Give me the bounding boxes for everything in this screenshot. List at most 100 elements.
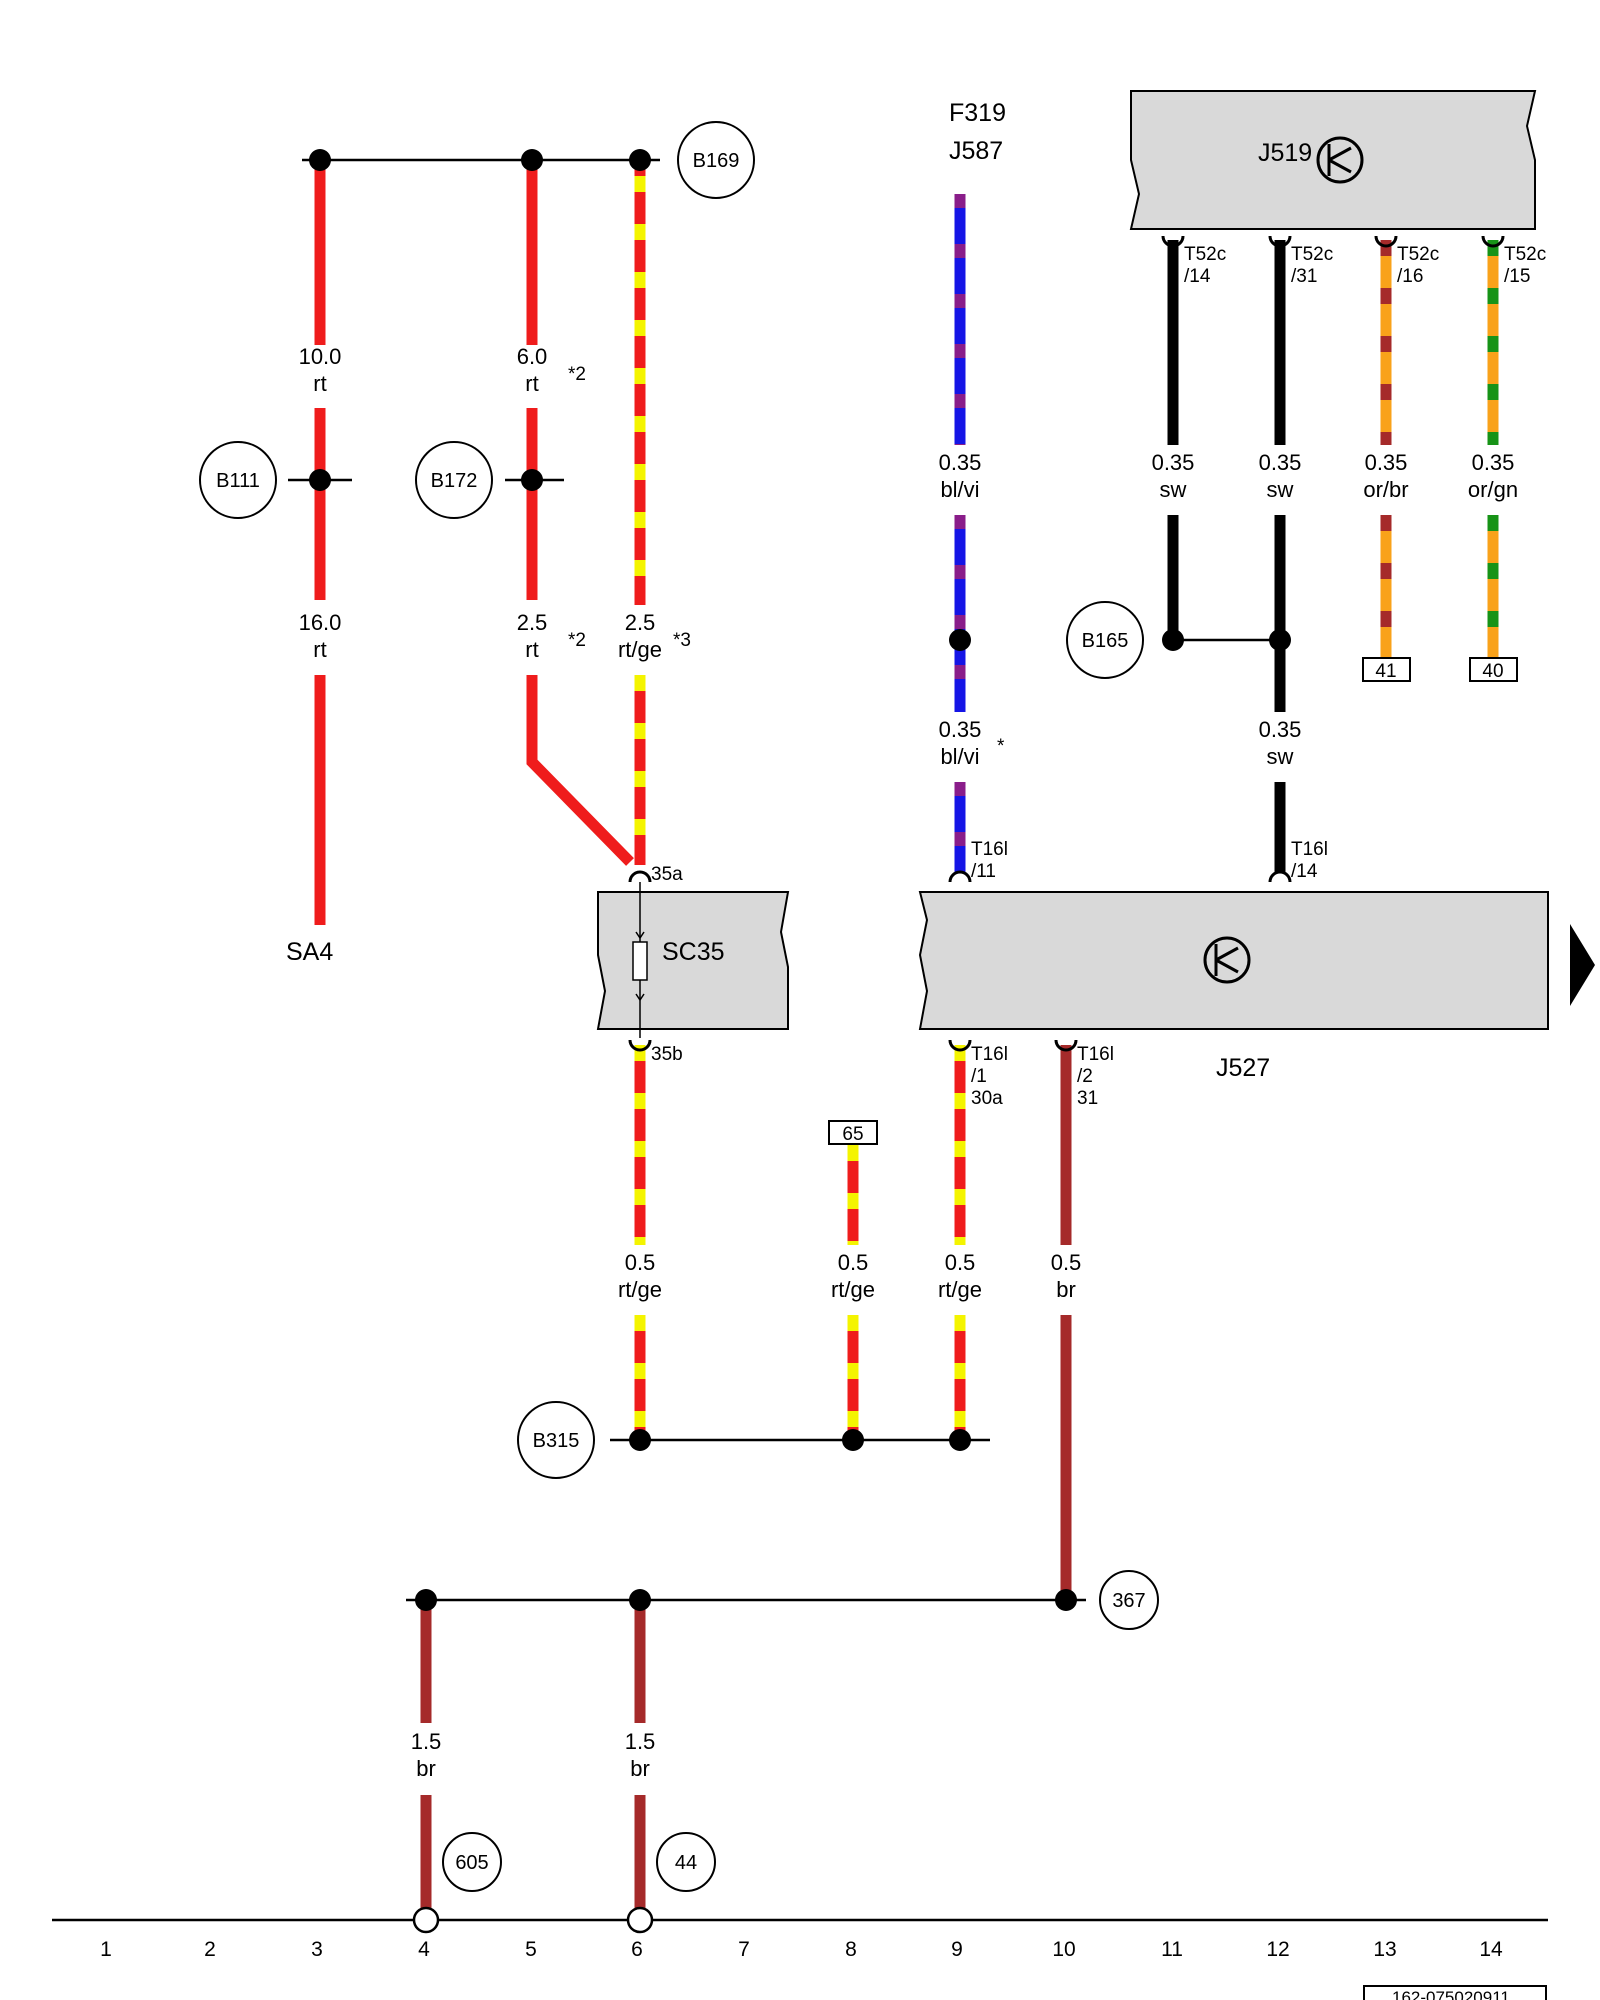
ref-b111: B111	[199, 441, 277, 519]
ground-point-605-icon	[412, 1906, 440, 1934]
wire-color: bl/vi	[940, 744, 979, 769]
svg-text:44: 44	[675, 1852, 697, 1874]
fuse-holder-sc35: SC35	[596, 882, 790, 1038]
grid-number: 12	[1266, 1938, 1289, 1961]
terminal-box-65: 65	[828, 1120, 878, 1145]
wire-2-5-rt	[526, 675, 634, 866]
wire-size: 1.5	[625, 1729, 656, 1754]
pin-t52c-15: T52c	[1504, 244, 1546, 265]
grid-number: 8	[845, 1938, 857, 1961]
wire-size: 0.5	[838, 1250, 869, 1275]
pin-35b: 35b	[651, 1044, 683, 1065]
wire-size: 1.5	[411, 1729, 442, 1754]
pin-t16l-14: /14	[1291, 861, 1318, 882]
wire-size: 0.5	[625, 1250, 656, 1275]
grid-numbers: 1 2 3 4 5 6 7 8 9 10 11 12 13 14	[100, 1938, 1503, 1961]
svg-text:B169: B169	[693, 150, 740, 172]
svg-text:B172: B172	[431, 470, 478, 492]
pin-t16l-14: T16l	[1291, 839, 1328, 860]
j587-label: J587	[949, 137, 1003, 165]
wire-size: 0.5	[1051, 1250, 1082, 1275]
grid-number: 1	[100, 1938, 112, 1961]
j519-label: J519	[1258, 139, 1312, 167]
terminal-box-41: 41	[1362, 657, 1411, 682]
wire-size: 2.5	[625, 610, 656, 635]
wire-size: 16.0	[299, 610, 342, 635]
wire-size: 2.5	[517, 610, 548, 635]
pin-35a: 35a	[651, 864, 683, 885]
electronic-icon	[1203, 936, 1251, 984]
svg-text:B165: B165	[1082, 630, 1129, 652]
wire-color: sw	[1267, 477, 1294, 502]
wire-color: rt/ge	[618, 637, 662, 662]
pin-t16l-1: T16l	[971, 1044, 1008, 1065]
wire-color: sw	[1267, 744, 1294, 769]
wire-color: rt/ge	[938, 1277, 982, 1302]
ground-point-44-icon	[626, 1906, 654, 1934]
wire-color: rt	[525, 637, 538, 662]
wire-color: rt/ge	[618, 1277, 662, 1302]
control-unit-j527: J527	[918, 891, 1549, 1082]
svg-text:41: 41	[1375, 661, 1396, 682]
wire-size: 0.5	[945, 1250, 976, 1275]
wire-size: 0.35	[1259, 717, 1302, 742]
ref-44: 44	[656, 1832, 716, 1892]
wire-size: 0.35	[939, 717, 982, 742]
svg-text:40: 40	[1482, 661, 1503, 682]
pin-t16l-11: T16l	[971, 839, 1008, 860]
ref-605: 605	[442, 1832, 502, 1892]
sc35-label: SC35	[662, 938, 725, 966]
grid-number: 5	[525, 1938, 537, 1961]
svg-text:65: 65	[842, 1124, 863, 1145]
ref-b172: B172	[415, 441, 493, 519]
fuse-icon	[632, 882, 648, 1038]
wire-color: br	[630, 1756, 650, 1781]
grid-number: 4	[418, 1938, 430, 1961]
wire-color: rt	[313, 371, 326, 396]
pin-t52c-16: /16	[1397, 266, 1423, 287]
wire-size: 0.35	[939, 450, 982, 475]
grid-number: 10	[1052, 1938, 1075, 1961]
wire-color: rt/ge	[831, 1277, 875, 1302]
wire-color: br	[1056, 1277, 1076, 1302]
wire-size: 0.35	[1152, 450, 1195, 475]
pin-t16l-1: /1	[971, 1066, 987, 1087]
grid-number: 11	[1161, 1938, 1183, 1961]
grid-number: 3	[311, 1938, 323, 1961]
pin-t16l-2: 31	[1077, 1088, 1098, 1109]
wire-size: 0.35	[1259, 450, 1302, 475]
pin-t52c-14: /14	[1184, 266, 1211, 287]
grid-number: 14	[1479, 1938, 1503, 1961]
j527-label: J527	[1216, 1054, 1270, 1082]
wire-color: rt	[525, 371, 538, 396]
ref-b169: B169	[677, 121, 755, 199]
grid-number: 13	[1373, 1938, 1396, 1961]
control-unit-j519: J519	[1129, 90, 1537, 230]
svg-text:162-075020911: 162-075020911	[1392, 1988, 1510, 2000]
ref-b315: B315	[517, 1401, 595, 1479]
f319-label: F319	[949, 99, 1006, 127]
svg-text:B315: B315	[533, 1430, 580, 1452]
footnote-marker: *2	[568, 630, 586, 651]
wire-color: rt	[313, 637, 326, 662]
pin-t16l-11: /11	[971, 861, 996, 882]
wire-size: 10.0	[299, 344, 342, 369]
wire-size: 0.35	[1365, 450, 1408, 475]
wire-color: br	[416, 1756, 436, 1781]
wire-color: sw	[1160, 477, 1187, 502]
electronic-icon	[1316, 136, 1364, 184]
document-number: 162-075020911	[1363, 1985, 1547, 2000]
grid-number: 6	[631, 1938, 643, 1961]
pin-t52c-15: /15	[1504, 266, 1530, 287]
ref-367: 367	[1099, 1570, 1159, 1630]
pin-connector-icons	[628, 235, 1505, 1052]
pin-labels: 35a 35b T52c /14 T52c /31 T52c /16 T52c …	[651, 244, 1546, 1109]
continuation-arrow-icon	[1570, 924, 1595, 1006]
svg-text:605: 605	[455, 1852, 488, 1874]
grid-number: 2	[204, 1938, 216, 1961]
pin-t52c-31: T52c	[1291, 244, 1333, 265]
footnote-marker: *3	[673, 630, 691, 651]
pin-t16l-2: T16l	[1077, 1044, 1114, 1065]
wire-size: 6.0	[517, 344, 548, 369]
